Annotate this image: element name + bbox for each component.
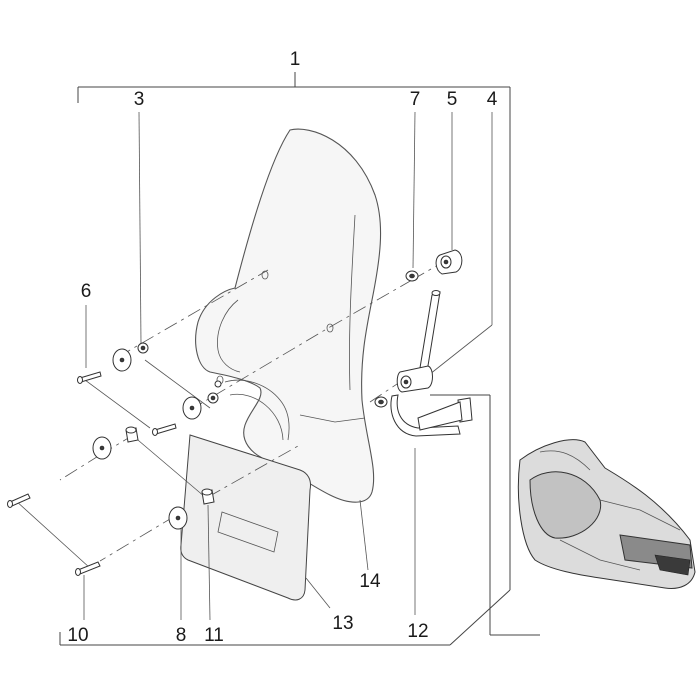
callout-10: 10 (67, 625, 89, 646)
reference-bracket (430, 394, 540, 636)
mounting-arm (390, 290, 473, 437)
callout-4: 4 (486, 89, 498, 110)
screw-part-10 (7, 493, 101, 576)
nut-part-3 (137, 342, 222, 404)
callout-3: 3 (133, 89, 145, 110)
callout-1: 1 (289, 49, 301, 70)
assembly-bracket (59, 72, 511, 646)
callout-8: 8 (175, 625, 187, 646)
callout-12: 12 (407, 621, 429, 642)
clamp-part-5 (435, 249, 463, 275)
callout-11: 11 (204, 625, 224, 646)
bushing-part-11 (125, 426, 215, 505)
washer-part-8 (92, 348, 202, 530)
callout-7: 7 (409, 89, 421, 110)
callout-14: 14 (359, 571, 381, 592)
callout-5: 5 (446, 89, 458, 110)
leader-lines (83, 111, 493, 621)
spacer-part-7 (374, 270, 419, 408)
callout-6: 6 (80, 281, 92, 302)
support-plate (180, 393, 311, 601)
screw-part-6 (77, 371, 177, 436)
callout-13: 13 (332, 613, 354, 634)
scooter-front-reference (517, 439, 696, 589)
